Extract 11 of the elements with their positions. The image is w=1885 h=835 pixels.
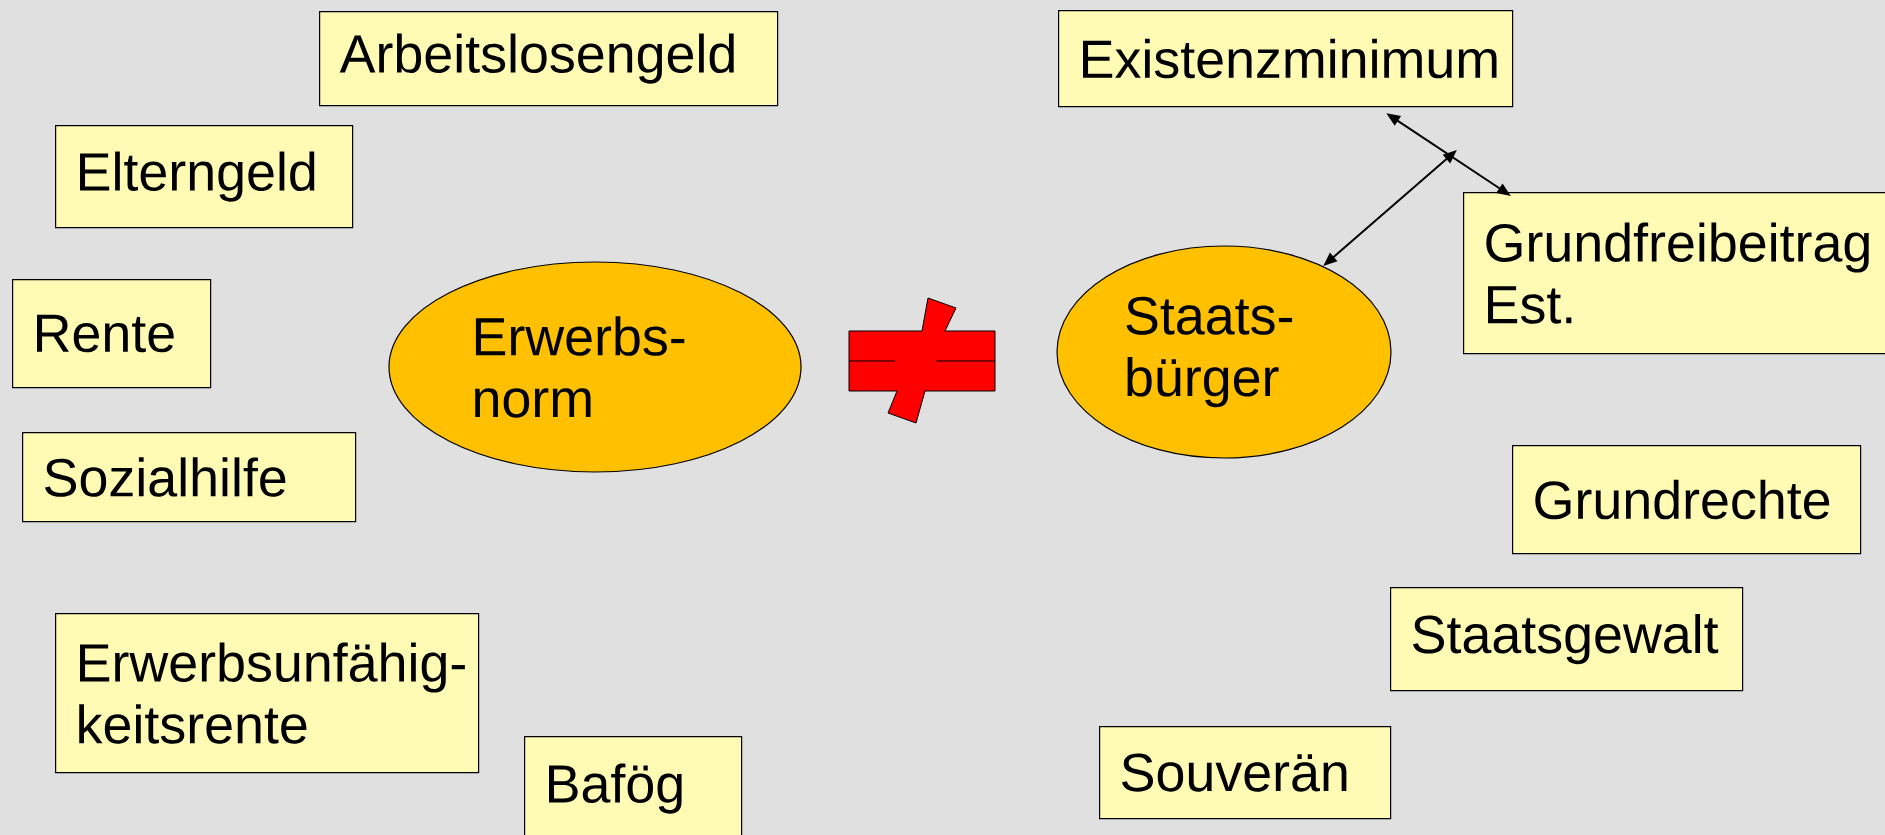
label-box: Rente [12,279,212,389]
label-box: Staatsgewalt [1390,587,1744,692]
label-box: Elterngeld [55,125,354,229]
label-box: Grundfreibeitrag Est. [1463,192,1885,355]
label-box: Grundrechte [1512,445,1862,555]
label-box: Bafög [524,736,743,835]
label-box: Existenzminimum [1058,10,1514,108]
label-box: Sozialhilfe [22,432,357,523]
label-box: Souverän [1099,726,1392,820]
label-box: Arbeitslosengeld [319,11,779,107]
label-box: Erwerbsunfähig- keitsrente [55,613,480,774]
